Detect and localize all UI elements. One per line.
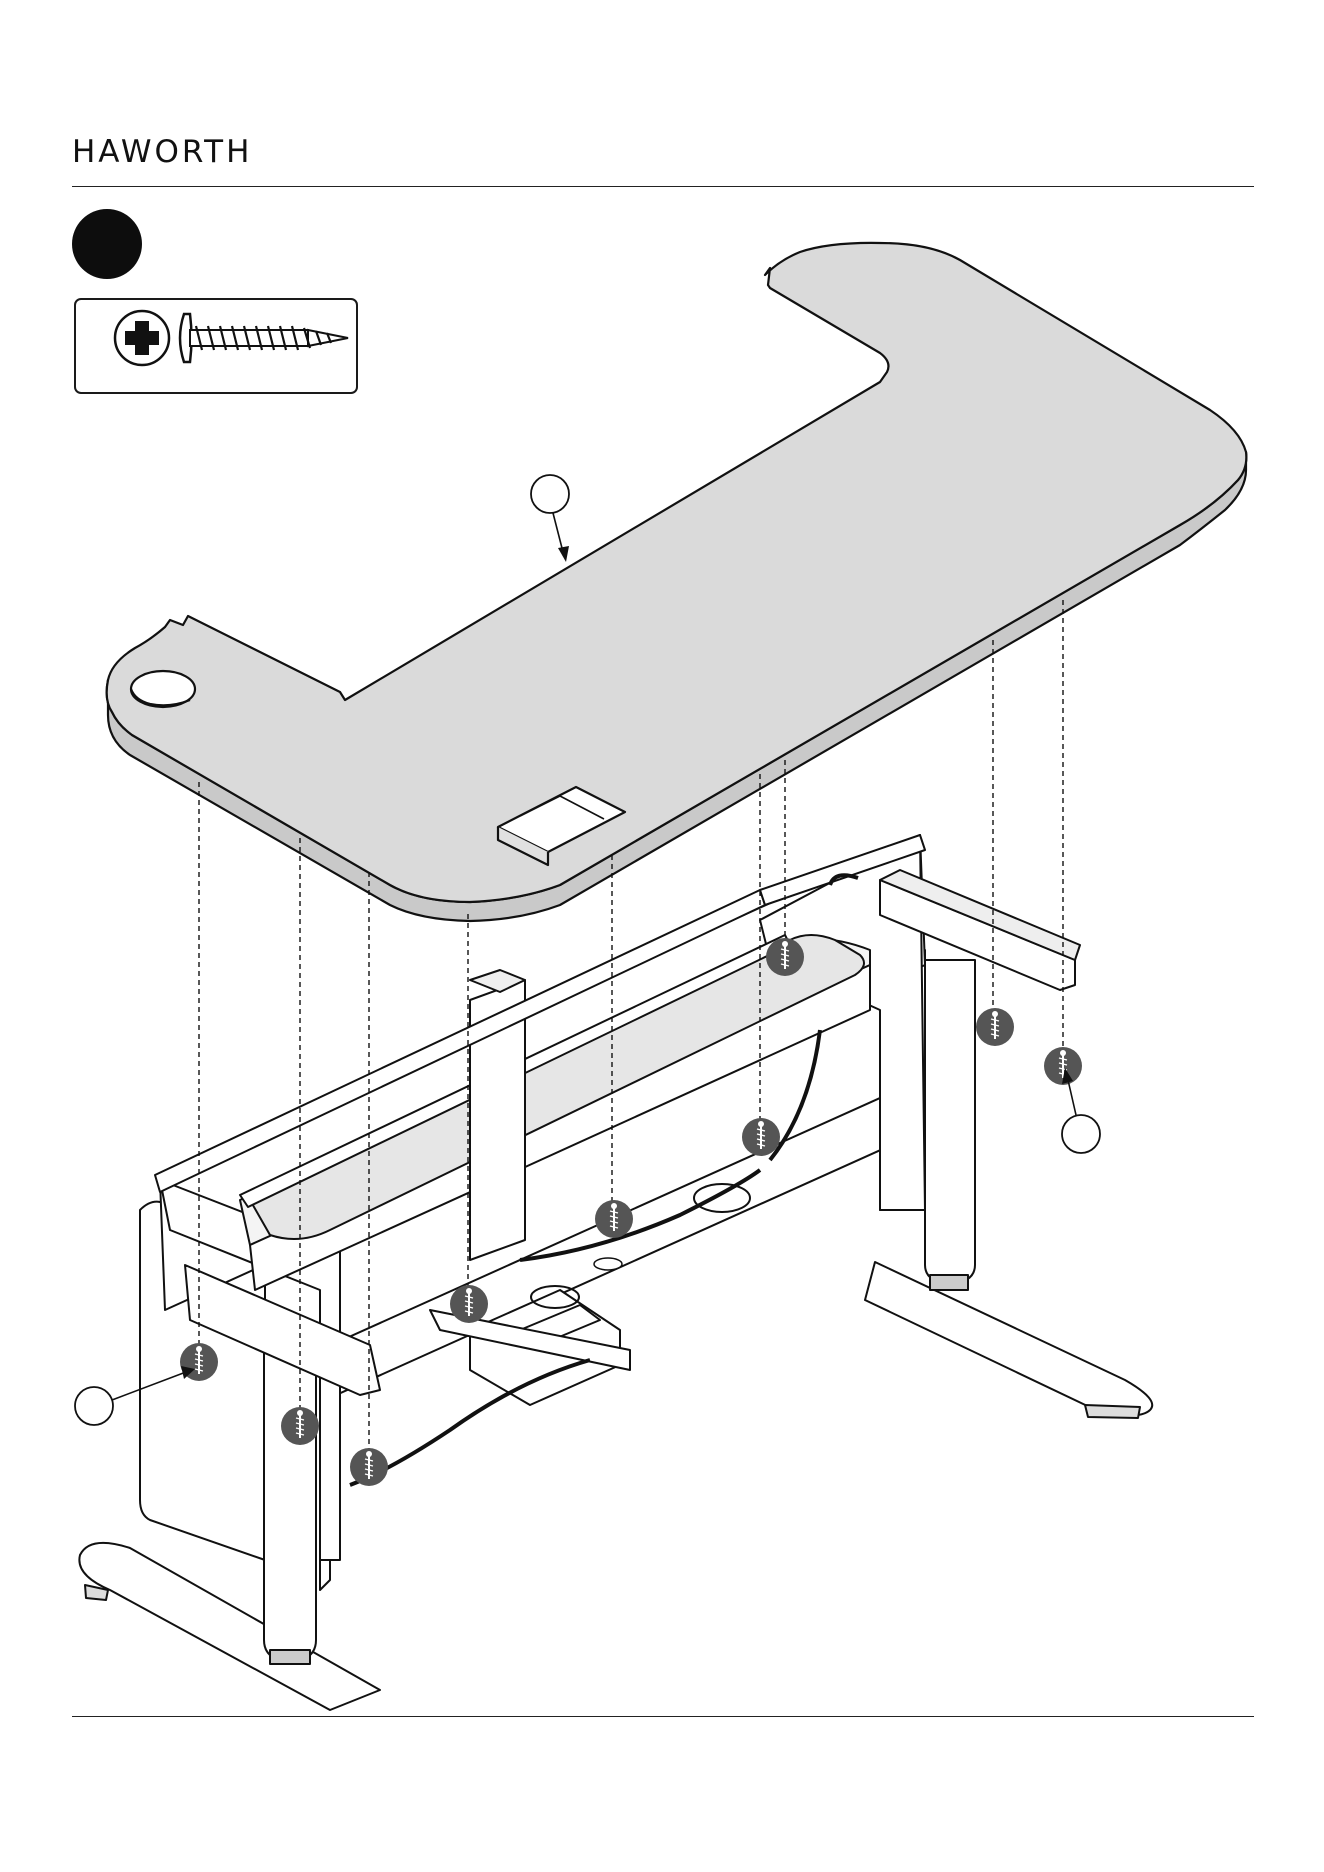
desk-base bbox=[79, 835, 1152, 1710]
desktop-surface bbox=[107, 243, 1247, 921]
footer-divider bbox=[72, 1716, 1254, 1717]
